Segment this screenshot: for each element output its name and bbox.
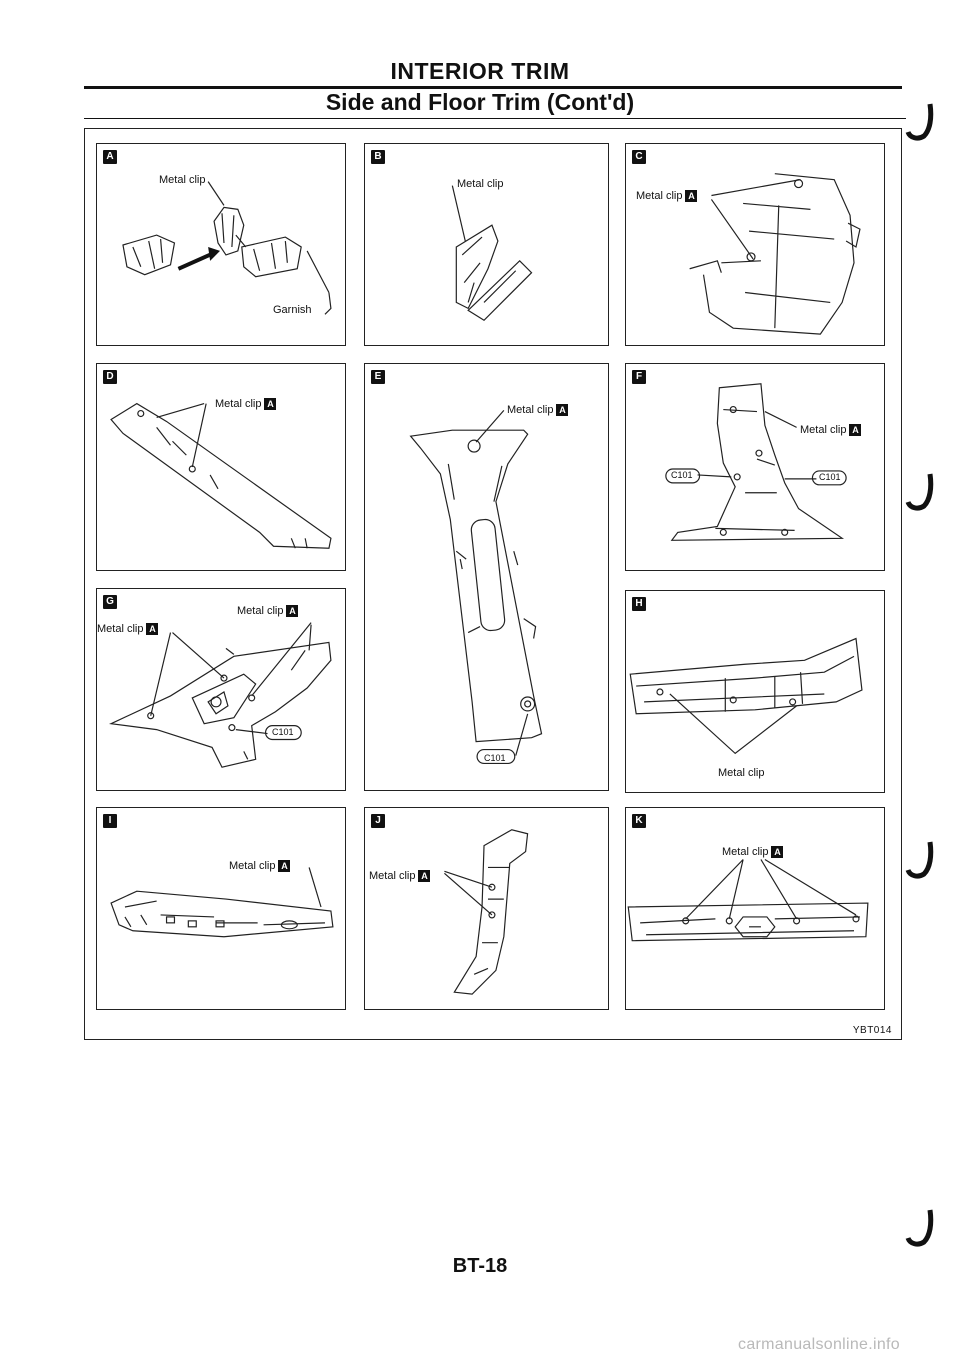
panel-letter: C <box>632 150 646 164</box>
panel-h: H Metal clip <box>625 590 885 793</box>
header-rule <box>84 86 902 89</box>
metal-clip-illustration <box>451 185 533 322</box>
center-pillar-trim-illustration <box>409 409 543 765</box>
metal-clip-text: Metal clip <box>97 623 144 635</box>
binder-hook-icon <box>905 473 934 511</box>
panel-f: F Metal clip A C101 C101 <box>625 363 885 571</box>
panel-i: I Metal clip A <box>96 807 346 1010</box>
metal-clip-label-left: Metal clip A <box>97 623 159 635</box>
metal-clip-label: Metal clip A <box>215 398 277 410</box>
binder-hook-icon <box>905 103 934 141</box>
dash-side-trim-illustration <box>444 829 529 995</box>
metal-clip-text: Metal clip <box>215 398 262 410</box>
panel-k: K Metal clip A <box>625 807 885 1010</box>
rear-pillar-trim-illustration <box>108 622 332 768</box>
clip-type-tag: A <box>556 404 569 416</box>
panel-letter: F <box>632 370 646 384</box>
rear-finisher-illustration <box>627 858 869 942</box>
panel-letter: I <box>103 814 117 828</box>
subtitle-rule <box>84 118 906 119</box>
front-pillar-trim-illustration <box>110 402 332 549</box>
panel-letter: E <box>371 370 385 384</box>
clip-type-tag: A <box>849 424 862 436</box>
metal-clip-label: Metal clip <box>457 178 504 190</box>
panel-letter: B <box>371 150 385 164</box>
page-title: INTERIOR TRIM <box>390 58 570 84</box>
metal-clip-text: Metal clip <box>229 860 276 872</box>
clip-type-tag: A <box>146 623 159 635</box>
panel-c: C Metal clip A <box>625 143 885 346</box>
metal-clip-text: Metal clip <box>722 846 769 858</box>
watermark: carmanualsonline.info <box>738 1336 900 1353</box>
metal-clip-label: Metal clip A <box>369 870 431 882</box>
panel-g: G Metal clip A Metal clip A C101 <box>96 588 346 791</box>
kicking-plate-illustration <box>110 867 334 938</box>
panel-letter: G <box>103 595 117 609</box>
panel-a: A Metal clip Garnish <box>96 143 346 346</box>
c101-connector-label-left: C101 <box>671 470 693 480</box>
metal-clip-text: Metal clip <box>369 870 416 882</box>
rear-side-trim-illustration <box>689 173 861 335</box>
clip-type-tag: A <box>286 605 299 617</box>
panel-e: E Metal clip A C101 <box>364 363 609 791</box>
panel-b: B Metal clip <box>364 143 609 346</box>
metal-clip-text: Metal clip <box>800 424 847 436</box>
clip-type-tag: A <box>771 846 784 858</box>
metal-clip-label: Metal clip A <box>722 846 784 858</box>
c101-connector-label: C101 <box>272 727 294 737</box>
panel-letter: A <box>103 150 117 164</box>
rear-parcel-trim-illustration <box>629 637 863 755</box>
panel-j: J Metal clip A <box>364 807 609 1010</box>
metal-clip-text: Metal clip <box>636 190 683 202</box>
metal-clip-label: Metal clip A <box>507 404 569 416</box>
panel-letter: K <box>632 814 646 828</box>
clip-type-tag: A <box>418 870 431 882</box>
metal-clip-label: Metal clip A <box>800 424 862 436</box>
garnish-label: Garnish <box>273 304 312 316</box>
metal-clip-text: Metal clip <box>507 404 554 416</box>
page-subtitle: Side and Floor Trim (Cont'd) <box>325 89 635 115</box>
clip-type-tag: A <box>264 398 277 410</box>
c101-connector-label-right: C101 <box>819 472 841 482</box>
c101-connector-label: C101 <box>484 753 506 763</box>
panel-letter: H <box>632 597 646 611</box>
binder-hook-icon <box>905 1209 934 1247</box>
panel-letter: J <box>371 814 385 828</box>
page-number: BT-18 <box>452 1255 508 1277</box>
clip-type-tag: A <box>685 190 698 202</box>
metal-clip-label: Metal clip A <box>229 860 291 872</box>
figure-frame <box>84 128 902 1040</box>
panel-letter: D <box>103 370 117 384</box>
clip-type-tag: A <box>278 860 291 872</box>
metal-clip-label: Metal clip <box>159 174 206 186</box>
figure-code: YBT014 <box>852 1025 892 1036</box>
metal-clip-text: Metal clip <box>237 605 284 617</box>
panel-d: D Metal clip A <box>96 363 346 571</box>
metal-clip-garnish-illustration <box>122 181 332 315</box>
center-pillar-lower-trim-illustration <box>665 383 847 541</box>
metal-clip-label: Metal clip A <box>636 190 698 202</box>
binder-hook-icon <box>905 841 934 879</box>
metal-clip-label-top: Metal clip A <box>237 605 299 617</box>
metal-clip-label: Metal clip <box>718 767 765 779</box>
